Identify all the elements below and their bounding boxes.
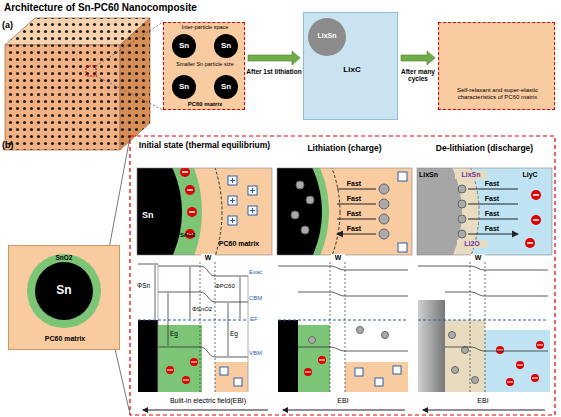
region-box: Self-relaxant and super-elastic characte… (438, 22, 555, 110)
text-label: LixSn (308, 32, 346, 40)
particle-circle: Sn SnO2 (27, 254, 101, 328)
particle-circle: Sn (214, 34, 238, 58)
text-label: LixSn (455, 171, 487, 179)
text-label: De-lithiation (discharge) (417, 144, 552, 154)
particle-circle: Sn (172, 34, 196, 58)
text-label: PC60 matrix (164, 101, 246, 108)
circle-fill (172, 34, 196, 58)
band-label: ΦPC60 (215, 283, 239, 290)
text-label: Inter-particle space (164, 24, 246, 30)
circle-fill (27, 254, 101, 328)
text-label: LixC (332, 65, 372, 74)
region-box: Sn SnO2PC60 matrix (8, 245, 120, 350)
text-label: Fast (339, 180, 369, 188)
band-diagram (278, 262, 408, 410)
text-label: Fast (477, 225, 507, 233)
circle-fill (308, 18, 346, 56)
text-label: PC60 matrix (209, 240, 269, 248)
text-label: Sn (172, 82, 196, 91)
region-box: Lithiation (charge)FastFastFastFast (277, 140, 412, 255)
zoom-line (96, 76, 163, 110)
arrow-label: After many cycles (399, 68, 437, 83)
text-label: Fast (477, 180, 507, 188)
circle-fill (35, 262, 93, 320)
cube-dots (5, 45, 120, 150)
band-label: Built-in electric field(EBI) (146, 397, 270, 405)
band-label: ΦSn (137, 282, 154, 289)
text-label: Initial state (thermal equilibrium) (137, 141, 272, 151)
text-label: Smaller Sn particle size (164, 61, 246, 67)
process-arrow (401, 51, 435, 65)
band-label: VBM (249, 350, 272, 357)
band-label: W (471, 254, 485, 262)
band-label: EBI (470, 397, 496, 405)
band-label: EBI (330, 397, 356, 405)
region-box: Initial state (thermal equilibrium) SnSnO… (137, 140, 272, 255)
panel-letter: (b) (2, 140, 20, 150)
text-label: Li2O (457, 240, 487, 248)
text-label: LixSn (419, 171, 449, 179)
delithiation-image (417, 168, 552, 255)
lithiation-image (277, 168, 412, 255)
region-box: LixSnLixC (303, 12, 398, 120)
text-label: Sn (214, 41, 238, 50)
circle-fill (214, 75, 238, 99)
region-box: SnSnSnSnInter-particle spaceSmaller Sn p… (163, 22, 245, 110)
band-label: W (331, 254, 345, 262)
text-label: Self-relaxant and super-elastic characte… (442, 87, 553, 101)
zoom-line (96, 22, 163, 66)
text-label: LiyC (515, 171, 545, 179)
text-label: Sn (214, 82, 238, 91)
text-label: PC60 matrix (9, 335, 121, 343)
cube-dots (120, 18, 150, 150)
circle-fill (172, 75, 196, 99)
arrow-label: After 1st lithiation (246, 68, 302, 75)
text-label: Fast (339, 195, 369, 203)
text-label: Sn (35, 284, 93, 298)
band-diagram (138, 262, 268, 410)
band-label: Eg (170, 330, 182, 337)
figure-title: Architecture of Sn-PC60 Nanocomposite (4, 2, 304, 14)
zoom-square (86, 66, 96, 76)
band-label: CBM (249, 295, 272, 302)
band-label: W (201, 254, 215, 262)
initial-state-image (137, 168, 272, 255)
panel-letter: (a) (2, 20, 20, 30)
text-label: SnO2 (180, 232, 198, 239)
text-label: Sn (172, 41, 196, 50)
band-label: ΦSnO2 (192, 306, 215, 313)
text-label: Sn (142, 210, 162, 220)
band-label: Eg (230, 330, 242, 337)
band-diagram (418, 262, 550, 410)
region-box: De-lithiation (discharge) LixSn LixSn LiyC L… (417, 140, 552, 255)
text-label: Lithiation (charge) (277, 144, 412, 154)
circle-fill (214, 34, 238, 58)
process-arrow (248, 51, 300, 65)
cube-side (120, 18, 150, 150)
particle-circle: Sn (35, 262, 93, 320)
particle-circle: Sn (214, 75, 238, 99)
band-label: Evac (249, 269, 272, 276)
particle-circle: Sn (172, 75, 196, 99)
text-label: SnO2 (27, 254, 101, 261)
text-label: Fast (339, 210, 369, 218)
text-label: Fast (477, 195, 507, 203)
band-label: EF (250, 316, 270, 323)
particle-circle: LixSn (308, 18, 346, 56)
text-label: Fast (339, 225, 369, 233)
cube-front (5, 45, 120, 150)
text-label: Fast (477, 210, 507, 218)
